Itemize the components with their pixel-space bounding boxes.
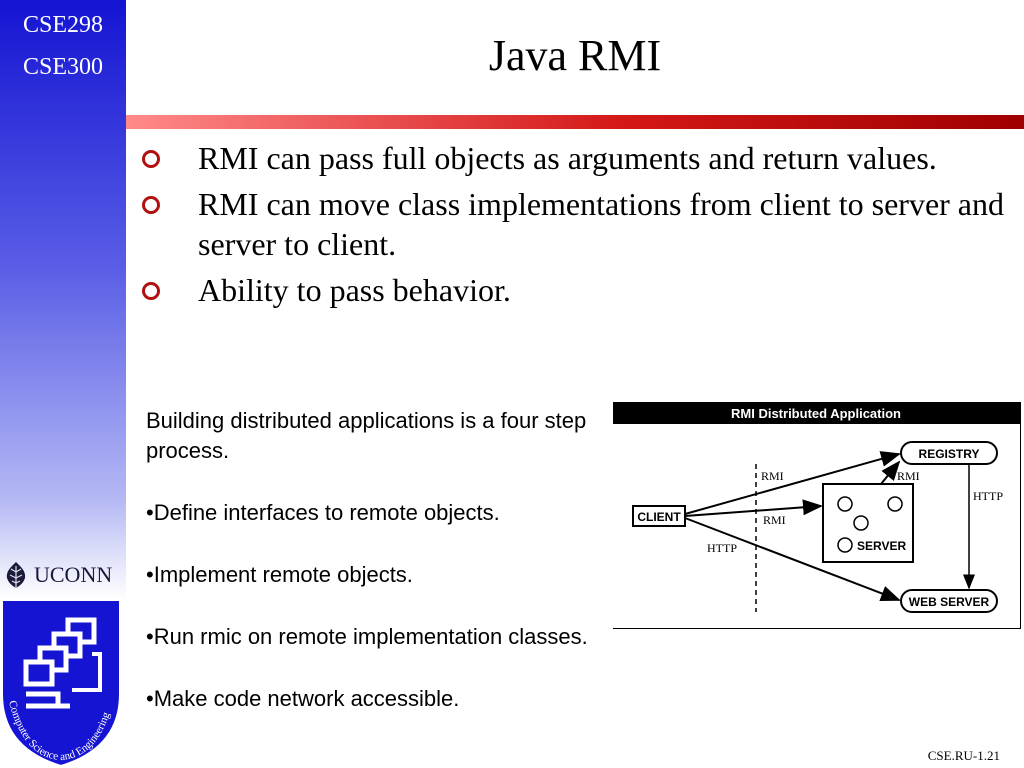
http-label: HTTP	[707, 541, 737, 555]
bullet-item: Ability to pass behavior.	[140, 270, 1010, 310]
client-label: CLIENT	[637, 510, 681, 524]
remote-object-icon	[887, 496, 903, 512]
process-description: Building distributed applications is a f…	[146, 406, 616, 746]
department-seal: Computer Science and Engineering	[1, 599, 121, 768]
process-step: •Define interfaces to remote objects.	[146, 500, 500, 525]
rmi-label: RMI	[897, 469, 920, 483]
rmi-label: RMI	[761, 469, 784, 483]
bullet-list: RMI can pass full objects as arguments a…	[140, 138, 1010, 316]
client-webserver-arrow	[684, 517, 901, 602]
process-intro: Building distributed applications is a f…	[146, 408, 587, 463]
diagram-title-bar	[613, 402, 1020, 424]
rmi-label: RMI	[763, 513, 786, 527]
slide-number: CSE.RU-1.21	[927, 748, 1000, 763]
process-step: •Make code network accessible.	[146, 686, 460, 711]
title-underline-bar	[126, 115, 1024, 129]
client-server-arrow	[684, 499, 823, 517]
client-registry-arrow	[684, 451, 901, 515]
registry-box	[900, 441, 998, 465]
bullet-item: RMI can move class implementations from …	[140, 184, 1010, 264]
server-label: SERVER	[857, 539, 906, 553]
registry-label: REGISTRY	[919, 447, 980, 461]
uconn-logo: UCONN	[2, 558, 126, 592]
course-code-cse298: CSE298	[22, 12, 103, 38]
sidebar: CSE298 CSE300 UCONN Computer Science and…	[0, 0, 126, 768]
slide-title: Java RMI	[488, 31, 662, 80]
http-label: HTTP	[973, 489, 1003, 503]
bullet-circle-icon	[142, 282, 160, 300]
process-step: •Run rmic on remote implementation class…	[146, 624, 588, 649]
web-server-label: WEB SERVER	[909, 595, 990, 609]
oak-leaf-icon	[6, 562, 26, 588]
uconn-wordmark: UCONN	[34, 562, 113, 587]
bullet-circle-icon	[142, 150, 160, 168]
bullet-circle-icon	[142, 196, 160, 214]
diagram-title: RMI Distributed Application	[731, 406, 901, 421]
bullet-item: RMI can pass full objects as arguments a…	[140, 138, 1010, 178]
course-code-cse300: CSE300	[22, 54, 103, 80]
computer-network-icon	[23, 617, 102, 709]
web-server-box	[900, 589, 998, 613]
remote-object-icon	[853, 515, 869, 531]
server-registry-arrow	[880, 460, 901, 485]
remote-object-icon	[837, 537, 853, 553]
rmi-diagram: RMI Distributed Application CLIENT REGIS…	[613, 402, 1021, 629]
process-step: •Implement remote objects.	[146, 562, 413, 587]
remote-object-icon	[837, 496, 853, 512]
